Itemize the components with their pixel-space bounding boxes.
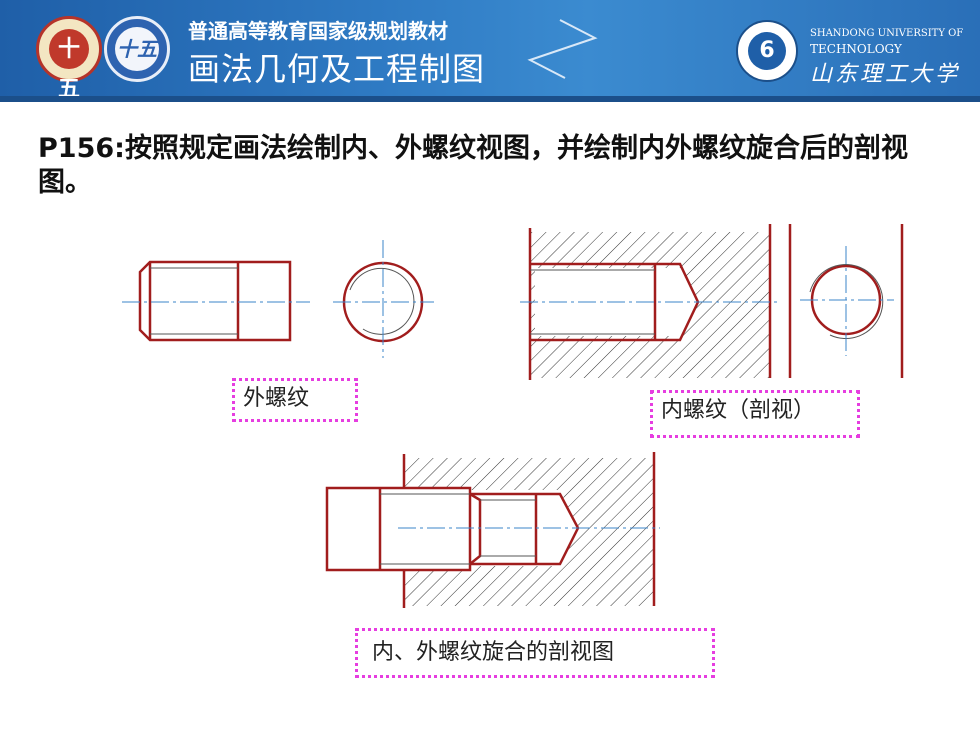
university-logo-icon: 6: [736, 20, 798, 82]
external-thread-side-view: [333, 240, 434, 358]
university-en-line2: TECHNOLOGY: [810, 42, 902, 56]
emblem-tenth-fiveyear-icon: 十五: [104, 16, 170, 82]
university-cn: 山东理工大学: [810, 62, 961, 87]
header-stripe: [0, 96, 980, 102]
slide-title: P156:按照规定画法绘制内、外螺纹视图，并绘制内外螺纹旋合后的剖视图。: [38, 133, 908, 198]
book-title: 画法几何及工程制图: [188, 50, 486, 88]
assembly-section: [325, 452, 660, 608]
header-banner: 十五 十五 普通高等教育国家级规划教材 画法几何及工程制图 6 SHANDONG…: [0, 0, 980, 102]
internal-thread-section: [520, 224, 780, 380]
header-decoration: [527, 19, 598, 79]
label-internal-thread: 内螺纹（剖视）: [650, 390, 860, 438]
emblem-left-icon: 十五: [36, 16, 102, 102]
internal-thread-side-view: [788, 224, 904, 378]
series-line: 普通高等教育国家级规划教材: [188, 19, 448, 43]
label-external-thread: 外螺纹: [232, 378, 358, 422]
label-assembly: 内、外螺纹旋合的剖视图: [355, 628, 715, 678]
external-thread-view: [138, 260, 292, 342]
university-en-line1: SHANDONG UNIVERSITY OF: [810, 28, 964, 39]
